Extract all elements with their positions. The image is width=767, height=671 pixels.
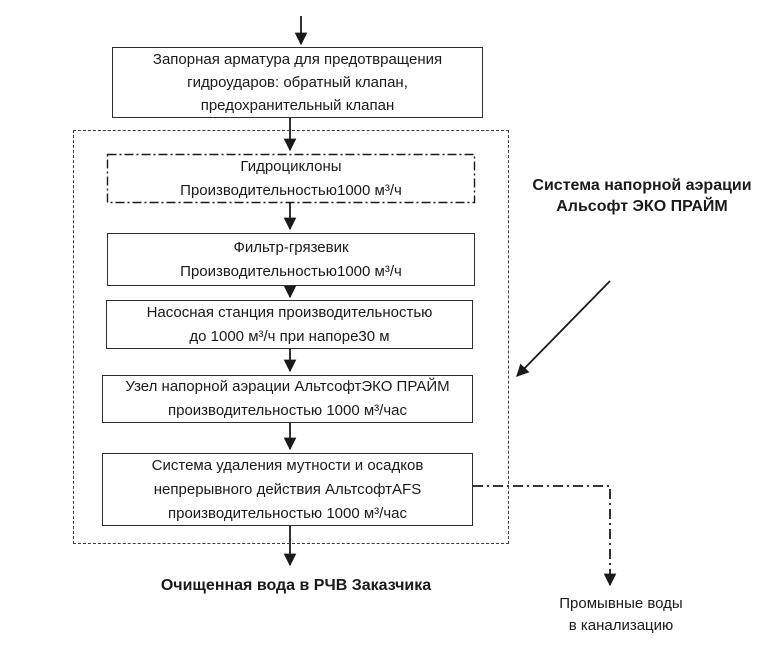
system-boundary bbox=[73, 130, 509, 544]
turbidity-removal-box-line: Система удаления мутности и осадков bbox=[151, 456, 424, 474]
strainer-box-line: Фильтр-грязевик bbox=[233, 238, 349, 256]
hydrocyclones-box-line: Гидроциклоны bbox=[240, 157, 342, 175]
pump-station-box: Насосная станция производительностью до … bbox=[106, 300, 473, 349]
aeration-system-pointer-arrow bbox=[516, 280, 611, 377]
turbidity-removal-box: Система удаления мутности и осадков непр… bbox=[102, 453, 473, 526]
strainer-box: Фильтр-грязевик Производительностью1000 … bbox=[107, 233, 475, 286]
valve-box: Запорная арматура для предотвращения гид… bbox=[112, 47, 483, 118]
aeration-system-label-line: Альсофт ЭКО ПРАЙМ bbox=[556, 198, 728, 215]
aeration-system-label-line: Система напорной аэрации bbox=[532, 177, 752, 194]
treated-water-label: Очищенная вода в РЧВ Заказчика bbox=[160, 577, 432, 594]
hydrocyclones-box-border bbox=[106, 153, 476, 204]
hydrocyclones-box: Гидроциклоны Производительностью1000 м³/… bbox=[108, 155, 474, 202]
turbidity-removal-box-line: производительностью 1000 м³/час bbox=[167, 504, 408, 522]
wash-water-label-line: Промывные воды bbox=[559, 595, 683, 612]
pump-station-box-line: до 1000 м³/ч при напоре30 м bbox=[189, 327, 390, 345]
aeration-system-label: Система напорной аэрации Альсофт ЭКО ПРА… bbox=[512, 175, 767, 217]
aeration-unit-box: Узел напорной аэрации АльтсофтЭКО ПРАЙМ … bbox=[102, 375, 473, 423]
aeration-unit-box-line: производительностью 1000 м³/час bbox=[167, 402, 408, 419]
wash-water-label-line: в канализацию bbox=[568, 617, 674, 634]
wash-water-drain-line bbox=[473, 485, 617, 587]
turbidity-removal-box-line: непрерывного действия АльтсофтAFS bbox=[153, 480, 422, 498]
aeration-unit-box-line: Узел напорной аэрации АльтсофтЭКО ПРАЙМ bbox=[125, 378, 450, 395]
pump-station-box-line: Насосная станция производительностью bbox=[146, 303, 433, 321]
strainer-box-line: Производительностью1000 м³/ч bbox=[180, 262, 402, 280]
valve-box-line: предохранительный клапан bbox=[200, 97, 395, 114]
valve-box-line: Запорная арматура для предотвращения bbox=[152, 51, 443, 68]
wash-water-label: Промывные воды в канализацию bbox=[531, 593, 711, 637]
hydrocyclones-box-line: Производительностью1000 м³/ч bbox=[180, 181, 402, 199]
valve-box-line: гидроударов: обратный клапан, bbox=[187, 74, 408, 91]
